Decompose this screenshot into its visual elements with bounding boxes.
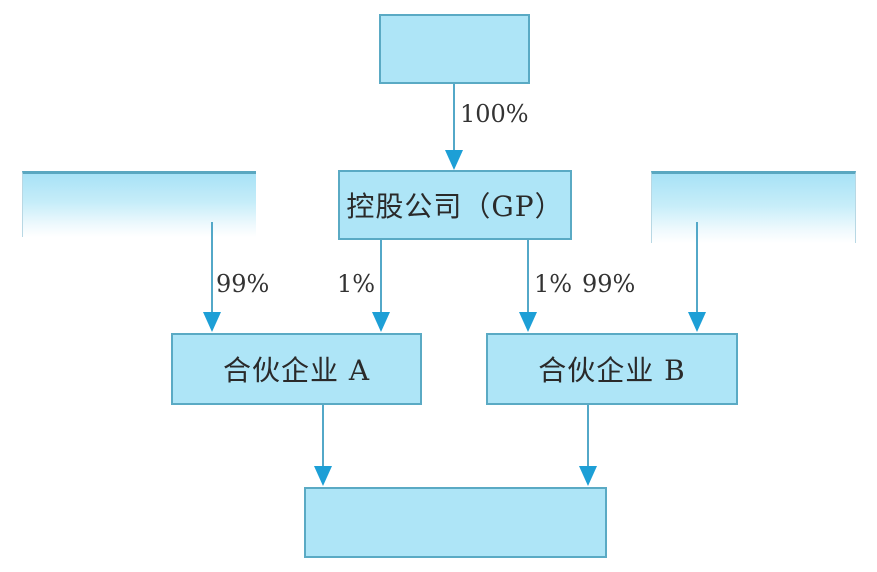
partnership-a-box: 合伙企业 A [171,333,422,405]
edge-label-right-lp-to-b: 99% [582,270,636,298]
arrow-down-icon [445,150,463,170]
edge-gp-to-a-line [380,240,382,322]
edge-a-to-bottom-line [322,405,324,477]
edge-label-left-lp-to-a: 99% [216,270,270,298]
arrow-down-icon [579,466,597,486]
gp-holding-company-label: 控股公司（GP） [346,190,564,223]
arrow-down-icon [314,466,332,486]
partnership-b-box: 合伙企业 B [486,333,738,405]
arrow-down-icon [519,312,537,332]
right-limited-partner-box [651,171,856,243]
edge-gp-to-b-line [527,240,529,322]
edge-left-lp-to-a-line [211,222,213,322]
edge-label-gp-to-a: 1% [337,270,376,298]
left-limited-partner-box [22,171,256,237]
bottom-entity-box [304,487,607,558]
edge-b-to-bottom-line [587,405,589,477]
top-entity-box [379,14,530,84]
arrow-down-icon [688,312,706,332]
partnership-a-label: 合伙企业 A [222,354,371,387]
edge-label-gp-to-b: 1% [534,270,573,298]
gp-holding-company-box: 控股公司（GP） [338,170,572,240]
arrow-down-icon [372,312,390,332]
arrow-down-icon [203,312,221,332]
edge-top-to-gp-line [453,84,455,162]
partnership-b-label: 合伙企业 B [538,354,686,387]
edge-label-top-to-gp: 100% [460,100,529,128]
edge-right-lp-to-b-line [696,222,698,322]
